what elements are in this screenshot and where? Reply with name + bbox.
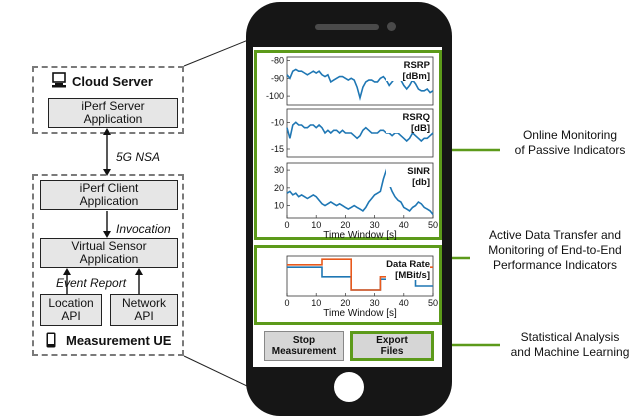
chart-title-1: RSRP — [404, 60, 431, 71]
series-line-1-1 — [286, 68, 434, 101]
ytick-label-1: -100 — [266, 91, 284, 101]
ytick-label-2: -15 — [271, 144, 284, 154]
chart-unit-4: [MBit/s] — [395, 270, 430, 281]
xaxis-label-3: Time Window [s] — [323, 230, 397, 241]
invocation-label: Invocation — [116, 222, 171, 236]
link-arrow — [103, 128, 111, 176]
chart-title-bg-2 — [386, 111, 430, 133]
xtick-label-3: 40 — [399, 220, 409, 230]
iperf-server-box: iPerf Server Application — [48, 98, 178, 128]
xtick-label-4: 20 — [340, 298, 350, 308]
monitoring-charts: -80-90-100RSRP[dBm]-10-15RSRQ[dB]3020100… — [266, 56, 438, 319]
chart-title-4: Data Rate — [386, 259, 430, 270]
phone-camera — [387, 22, 396, 31]
xtick-label-4: 40 — [399, 298, 409, 308]
link-label: 5G NSA — [116, 150, 161, 164]
series-line-2-1 — [286, 121, 434, 143]
chart-title-2: RSRQ — [403, 112, 430, 123]
xtick-label-4: 50 — [428, 298, 438, 308]
series-line-3-1 — [286, 166, 434, 216]
measurement-ue-label: Measurement UE — [66, 333, 172, 348]
chart-title-bg-3 — [386, 165, 430, 187]
phone-icon — [46, 332, 56, 348]
event-report-arrows — [63, 268, 143, 294]
invocation-arrow — [103, 211, 111, 238]
ytick-label-3: 30 — [274, 165, 284, 175]
passive-indicators-highlight — [254, 50, 442, 240]
server-icon — [52, 72, 66, 88]
chart-unit-1: [dBm] — [403, 71, 430, 82]
ytick-label-2: -10 — [271, 117, 284, 127]
xtick-label-4: 0 — [284, 298, 289, 308]
ytick-label-1: -90 — [271, 73, 284, 83]
network-api-box: Network API — [110, 294, 178, 326]
ytick-label-3: 10 — [274, 201, 284, 211]
chart-unit-3: [db] — [412, 177, 430, 188]
xaxis-label-4: Time Window [s] — [323, 308, 397, 319]
cloud-server-label: Cloud Server — [72, 74, 153, 89]
active-transfer-label: Active Data Transfer and Monitoring of E… — [488, 228, 622, 272]
export-files-button[interactable]: Export Files — [350, 331, 434, 361]
ytick-label-3: 20 — [274, 183, 284, 193]
measurement-ue-container — [32, 174, 184, 356]
statistical-analysis-label: Statistical Analysis and Machine Learnin… — [510, 330, 630, 359]
chart-title-3: SINR — [407, 166, 430, 177]
ytick-label-1: -80 — [271, 56, 284, 66]
xtick-label-4: 10 — [311, 298, 321, 308]
xtick-label-3: 50 — [428, 220, 438, 230]
xtick-label-3: 10 — [311, 220, 321, 230]
online-monitoring-label: Online Monitoring of Passive Indicators — [514, 128, 626, 157]
datarate-highlight — [254, 245, 442, 325]
phone-speaker — [315, 24, 379, 30]
location-api-box: Location API — [40, 294, 102, 326]
home-button[interactable] — [334, 372, 364, 402]
chart-title-bg-4 — [386, 258, 430, 280]
chart-title-bg-1 — [386, 59, 430, 81]
xtick-label-3: 20 — [340, 220, 350, 230]
event-report-label: Event Report — [56, 276, 127, 290]
xtick-label-3: 0 — [284, 220, 289, 230]
iperf-client-box: iPerf Client Application — [40, 180, 178, 210]
virtual-sensor-box: Virtual Sensor Application — [40, 238, 178, 268]
chart-unit-2: [dB] — [411, 123, 430, 134]
xtick-label-4: 30 — [370, 298, 380, 308]
xtick-label-3: 30 — [370, 220, 380, 230]
stop-measurement-button[interactable]: Stop Measurement — [264, 331, 344, 361]
